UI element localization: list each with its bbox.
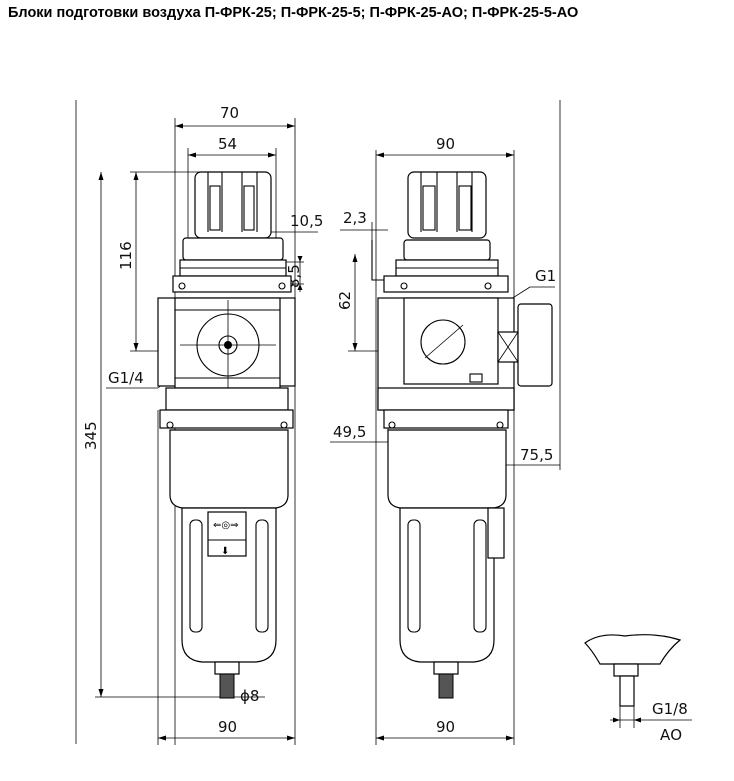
dimension-62: 62 (336, 291, 354, 310)
front-view: 70 54 116 10,5 8,5 345 G1/4 (75, 100, 323, 745)
side-view: 90 2,3 62 G1 49,5 75,5 90 (330, 100, 561, 745)
dimension-g1-4: G1/4 (108, 369, 144, 387)
dimension-49-5: 49,5 (333, 423, 366, 441)
dimension-75-5: 75,5 (520, 446, 553, 464)
dimension-345: 345 (82, 421, 100, 450)
dimension-54: 54 (218, 135, 237, 153)
dimension-90-side-top: 90 (436, 135, 455, 153)
dimension-90-side-bottom: 90 (436, 718, 455, 736)
page-title: Блоки подготовки воздуха П-ФРК-25; П-ФРК… (8, 5, 579, 21)
svg-text:⬇: ⬇ (221, 546, 229, 557)
dimension-g1: G1 (535, 267, 556, 285)
dimension-2-3: 2,3 (343, 209, 367, 227)
dimension-90-front: 90 (218, 718, 237, 736)
dimension-116: 116 (117, 241, 135, 270)
detail-view: G1/8 АО (584, 634, 692, 744)
dimension-phi8: ϕ8 (240, 687, 259, 705)
svg-text:⇐◎⇒: ⇐◎⇒ (213, 520, 238, 531)
dimension-g1-8: G1/8 (652, 700, 688, 718)
label-ao: АО (660, 726, 682, 744)
dimension-70: 70 (220, 104, 239, 122)
dimension-10-5: 10,5 (290, 212, 323, 230)
